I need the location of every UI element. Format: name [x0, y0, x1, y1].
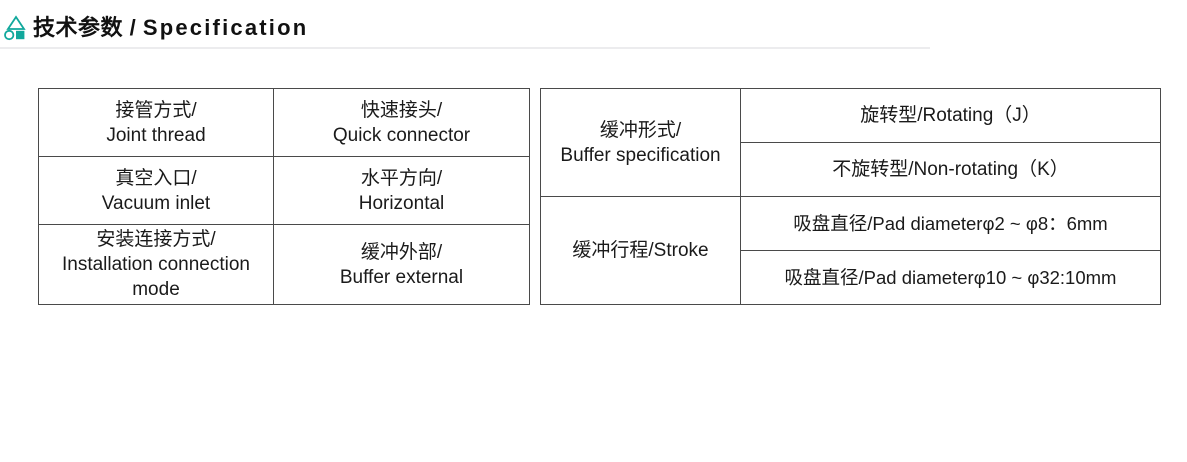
cell-text-en: Quick connector	[332, 124, 471, 146]
page-header: 技术参数 / Specification	[0, 0, 1187, 56]
cell-text-cn: 真空入口/	[115, 167, 197, 189]
cell-joint-thread: 接管方式/ Joint thread	[38, 88, 274, 157]
cell-non-rotating-k: 不旋转型/Non-rotating（K）	[740, 142, 1161, 197]
cell-quick-connector: 快速接头/ Quick connector	[273, 88, 530, 157]
cell-text-en: Vacuum inlet	[101, 192, 211, 214]
cell-pad-diameter-large: 吸盘直径/Pad diameterφ10 ~ φ32:10mm	[740, 250, 1161, 305]
cell-text-cn: 缓冲形式/	[599, 119, 682, 141]
table-row: 缓冲行程/Stroke 吸盘直径/Pad diameterφ2 ~ φ8：6mm	[540, 196, 1161, 305]
shapes-icon	[3, 15, 29, 41]
table-row: 接管方式/ Joint thread 快速接头/ Quick connector	[38, 88, 530, 157]
cell-text-en: Horizontal	[358, 192, 445, 214]
cell-text-en: Buffer external	[339, 266, 464, 288]
cell-text-cn: 安装连接方式/	[96, 229, 216, 250]
cell-text-en: Buffer specification	[560, 144, 721, 166]
table-row: 吸盘直径/Pad diameterφ10 ~ φ32:10mm	[541, 250, 1161, 305]
cell-text-en: Installation connection mode	[61, 254, 250, 300]
cell-installation-connection-mode: 安装连接方式/ Installation connection mode	[38, 224, 274, 305]
cell-text-en: Joint thread	[106, 124, 206, 146]
cell-rotating-j: 旋转型/Rotating（J）	[740, 88, 1161, 143]
specification-table-left: 接管方式/ Joint thread 快速接头/ Quick connector…	[38, 88, 530, 305]
table-row: 不旋转型/Non-rotating（K）	[541, 142, 1161, 197]
cell-stroke-label: 缓冲行程/Stroke	[540, 196, 741, 305]
cell-vacuum-inlet: 真空入口/ Vacuum inlet	[38, 156, 274, 225]
page-title-en: Specification	[142, 15, 309, 40]
page-title: 技术参数 / Specification	[33, 15, 308, 41]
cell-text-cn: 接管方式/	[115, 99, 197, 121]
table-row: 缓冲形式/ Buffer specification 旋转型/Rotating（…	[540, 88, 1161, 197]
cell-text-cn: 缓冲外部/	[360, 241, 443, 263]
cell-text-cn: 水平方向/	[360, 167, 443, 189]
cell-pad-diameter-small: 吸盘直径/Pad diameterφ2 ~ φ8：6mm	[740, 196, 1161, 251]
cell-buffer-external: 缓冲外部/ Buffer external	[273, 224, 530, 305]
cell-buffer-specification-label: 缓冲形式/ Buffer specification	[540, 88, 741, 197]
page-title-separator: /	[123, 15, 143, 40]
header-divider	[0, 47, 930, 49]
cell-text-cn: 快速接头/	[360, 99, 443, 121]
page-title-cn: 技术参数	[33, 15, 124, 40]
cell-horizontal: 水平方向/ Horizontal	[273, 156, 530, 225]
table-row: 真空入口/ Vacuum inlet 水平方向/ Horizontal	[38, 156, 530, 225]
table-row: 安装连接方式/ Installation connection mode 缓冲外…	[38, 224, 530, 305]
specification-table-right: 缓冲形式/ Buffer specification 旋转型/Rotating（…	[540, 88, 1161, 305]
